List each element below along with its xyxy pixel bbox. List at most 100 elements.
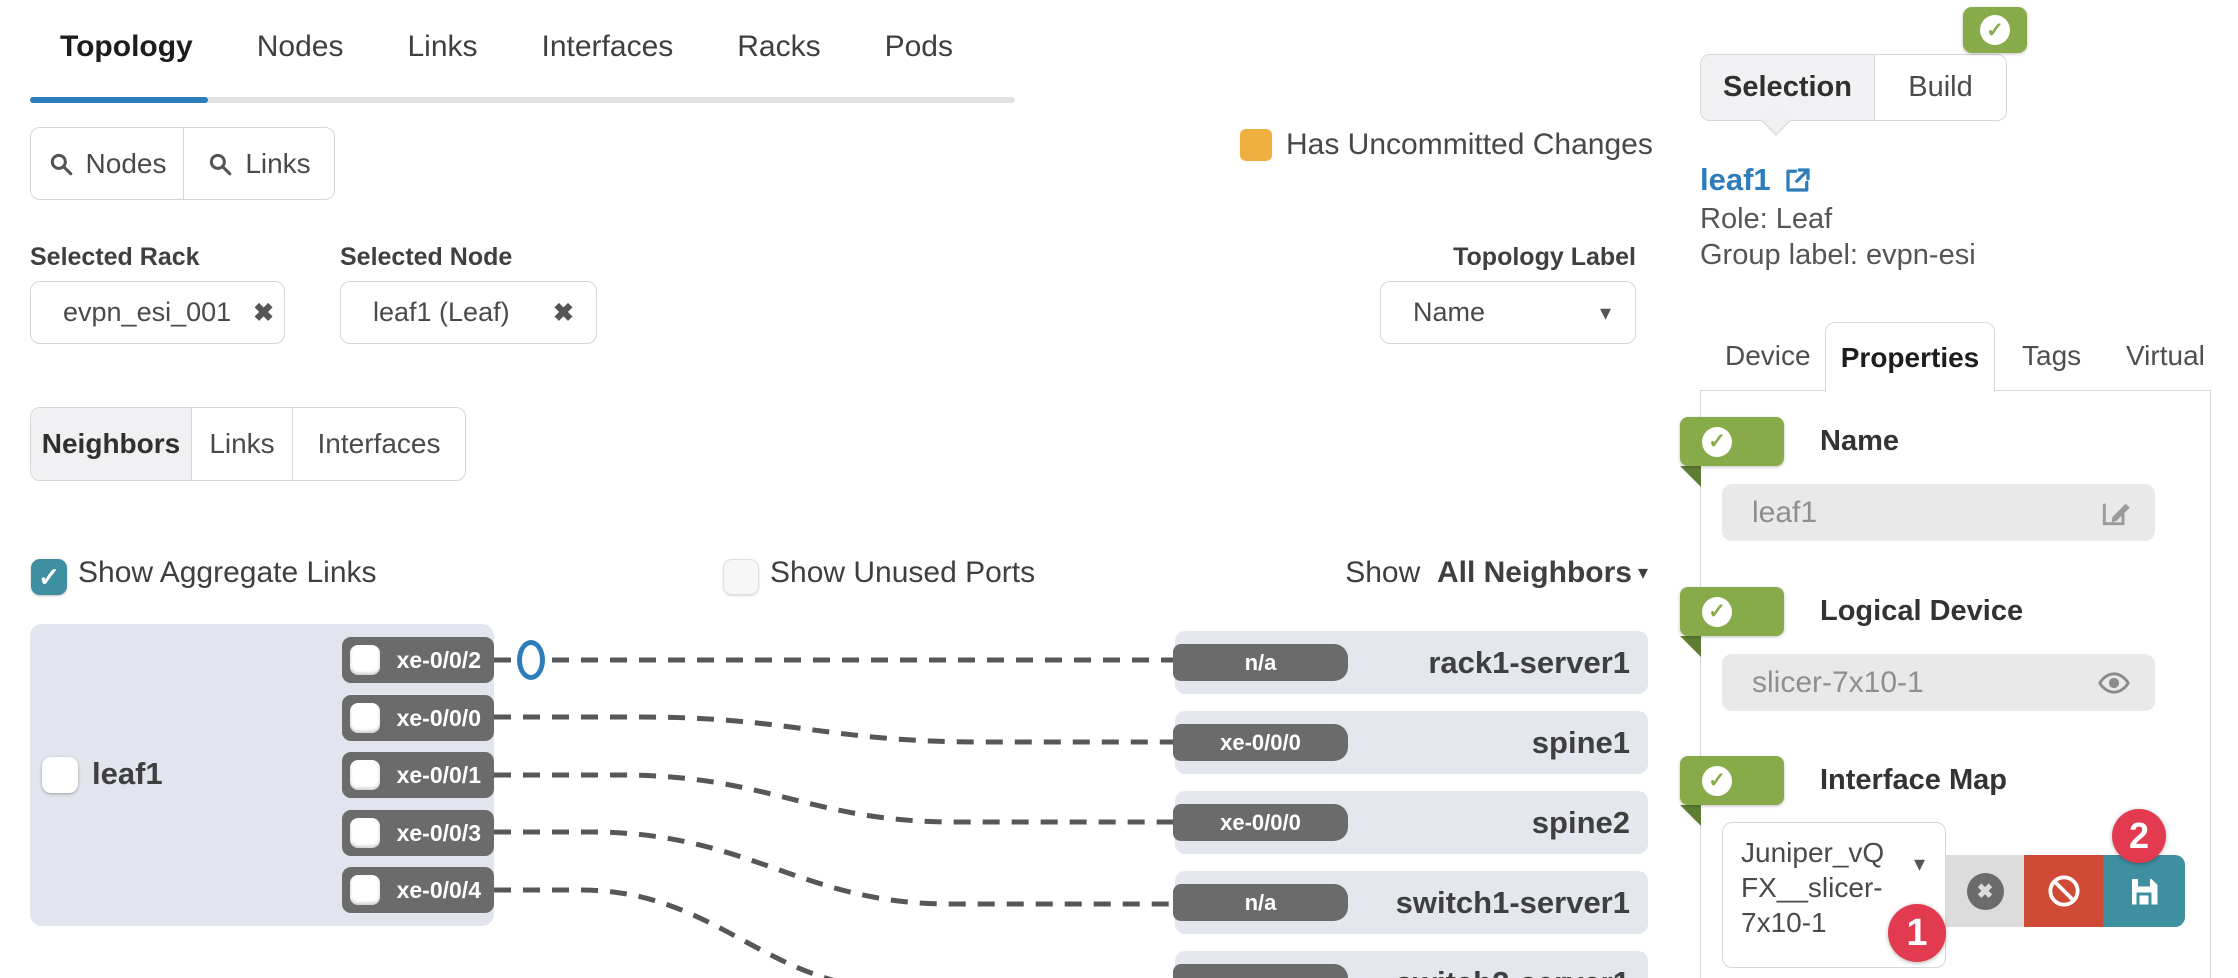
revert-interface-map-button[interactable]	[2024, 855, 2103, 927]
tab-selection-label: Selection	[1723, 71, 1852, 103]
topology-label-value: Name	[1413, 297, 1486, 327]
show-neighbors-prefix: Show	[1345, 556, 1421, 589]
edit-icon[interactable]	[2099, 497, 2155, 529]
tab-device[interactable]: Device	[1725, 340, 1811, 371]
neighbor-rack1-server1[interactable]: n/a rack1-server1	[1173, 631, 1648, 694]
tab-nodes[interactable]: Nodes	[256, 30, 344, 63]
port-label: xe-0/0/1	[396, 761, 481, 788]
node-leaf1[interactable]: leaf1 xe-0/0/2 xe-0/0/0 xe-0/0/1 xe-0/0/…	[30, 624, 494, 926]
port-xe-0-0-2[interactable]: xe-0/0/2	[342, 637, 494, 683]
eye-icon[interactable]	[2097, 666, 2155, 700]
selected-node-value: leaf1 (Leaf)	[373, 297, 510, 327]
tab-topology[interactable]: Topology	[60, 30, 193, 63]
chevron-down-icon: ▾	[1637, 562, 1648, 584]
interface-map-section-title: Interface Map	[1820, 764, 2007, 796]
save-interface-map-button[interactable]	[2103, 855, 2185, 927]
tab-tags[interactable]: Tags	[2022, 340, 2082, 371]
neighbor-spine1[interactable]: xe-0/0/0 spine1	[1173, 711, 1648, 774]
aggregate-link-indicator[interactable]	[517, 640, 545, 680]
search-icon	[48, 151, 74, 177]
ban-icon	[2045, 872, 2083, 910]
tab-virtual[interactable]: Virtual	[2126, 340, 2205, 371]
selected-rack-value: evpn_esi_001	[63, 297, 232, 327]
port-xe-0-0-4[interactable]: xe-0/0/4	[342, 867, 494, 913]
tab-underline-track	[30, 97, 1015, 103]
node-group-label-line: Group label: evpn-esi	[1700, 239, 1976, 271]
view-tab-neighbors-label: Neighbors	[41, 428, 181, 459]
tab-selection[interactable]: Selection	[1701, 55, 1875, 120]
view-tab-interfaces-label: Interfaces	[317, 428, 441, 459]
port-checkbox[interactable]	[350, 645, 380, 675]
check-circle-icon: ✓	[1702, 426, 1732, 457]
chevron-down-icon: ▾	[1913, 851, 1925, 876]
tab-pods[interactable]: Pods	[884, 30, 953, 63]
topology-label-select[interactable]: Name ▾	[1380, 281, 1636, 344]
ribbon-fold	[1680, 636, 1701, 657]
links-search-button[interactable]: Links	[184, 128, 334, 199]
selected-node-link[interactable]: leaf1	[1700, 162, 1813, 198]
port-checkbox[interactable]	[350, 818, 380, 848]
selected-rack-input[interactable]: evpn_esi_001 ✖	[30, 281, 285, 344]
tab-underline-active	[30, 97, 208, 103]
clear-interface-map-button[interactable]: ✖	[1946, 855, 2024, 927]
nodes-search-label: Nodes	[85, 147, 167, 179]
port-label: xe-0/0/2	[396, 646, 481, 673]
clear-node-icon[interactable]: ✖	[553, 298, 574, 327]
name-field-value: leaf1	[1752, 495, 1818, 529]
interface-map-value: Juniper_vQFX__slicer-7x10-1	[1741, 837, 1885, 938]
port-xe-0-0-0[interactable]: xe-0/0/0	[342, 695, 494, 741]
tab-links[interactable]: Links	[407, 30, 478, 63]
show-neighbors-dropdown[interactable]: Show All Neighbors▾	[1345, 556, 1648, 590]
check-circle-icon: ✓	[1980, 15, 2010, 45]
selected-rack-label: Selected Rack	[30, 243, 200, 271]
tab-build[interactable]: Build	[1875, 55, 2006, 120]
logical-device-value: slicer-7x10-1	[1752, 665, 1924, 699]
port-checkbox[interactable]	[350, 875, 380, 905]
show-unused-ports-checkbox[interactable]	[723, 559, 759, 595]
tab-racks[interactable]: Racks	[737, 30, 821, 63]
neighbor-name: switch1-server1	[1395, 885, 1630, 920]
neighbor-switch2-server1[interactable]: switch2-server1	[1173, 951, 1648, 978]
nodes-search-button[interactable]: Nodes	[31, 128, 184, 199]
selected-node-input[interactable]: leaf1 (Leaf) ✖	[340, 281, 597, 344]
tab-build-label: Build	[1908, 71, 1973, 103]
tab-properties-label: Properties	[1840, 341, 1980, 373]
port-xe-0-0-1[interactable]: xe-0/0/1	[342, 752, 494, 798]
port-xe-0-0-3[interactable]: xe-0/0/3	[342, 810, 494, 856]
annotation-2: 2	[2112, 809, 2166, 863]
check-circle-icon: ✓	[1702, 765, 1732, 796]
circle-x-icon: ✖	[1966, 872, 2004, 910]
port-label: xe-0/0/0	[396, 704, 481, 731]
show-aggregate-links-checkbox[interactable]: ✓	[31, 559, 67, 595]
node-leaf1-label: leaf1	[92, 756, 163, 791]
neighbor-port-chip: n/a	[1173, 644, 1348, 681]
check-circle-icon: ✓	[1702, 596, 1732, 627]
port-label: xe-0/0/4	[396, 876, 481, 903]
chevron-down-icon: ▾	[1599, 299, 1611, 325]
port-checkbox[interactable]	[350, 703, 380, 733]
tab-interfaces[interactable]: Interfaces	[541, 30, 674, 63]
tab-properties[interactable]: Properties	[1825, 322, 1995, 392]
link-leaf1-switch2-server1	[494, 887, 835, 978]
panel-mode-tabs: Selection Build	[1700, 54, 2007, 121]
neighbor-name: switch2-server1	[1396, 951, 1630, 978]
external-link-icon	[1783, 165, 1813, 195]
clear-rack-icon[interactable]: ✖	[253, 298, 275, 327]
neighbor-port-chip	[1173, 964, 1348, 978]
link-leaf1-spine1	[494, 714, 1175, 745]
port-checkbox[interactable]	[350, 760, 380, 790]
neighbor-spine2[interactable]: xe-0/0/0 spine2	[1173, 791, 1648, 854]
view-tab-neighbors[interactable]: Neighbors	[31, 408, 192, 480]
links-search-label: Links	[245, 147, 311, 179]
name-field[interactable]: leaf1	[1722, 484, 2155, 541]
neighbor-port-chip: xe-0/0/0	[1173, 724, 1348, 761]
view-tab-links[interactable]: Links	[192, 408, 293, 480]
annotation-1: 1	[1888, 904, 1946, 962]
neighbor-switch1-server1[interactable]: n/a switch1-server1	[1173, 871, 1648, 934]
node-leaf1-checkbox[interactable]	[42, 757, 78, 793]
logical-device-section-title: Logical Device	[1820, 595, 2024, 627]
topology-label-label: Topology Label	[1453, 243, 1636, 271]
selected-node-label: Selected Node	[340, 243, 513, 271]
view-tab-interfaces[interactable]: Interfaces	[293, 408, 465, 480]
